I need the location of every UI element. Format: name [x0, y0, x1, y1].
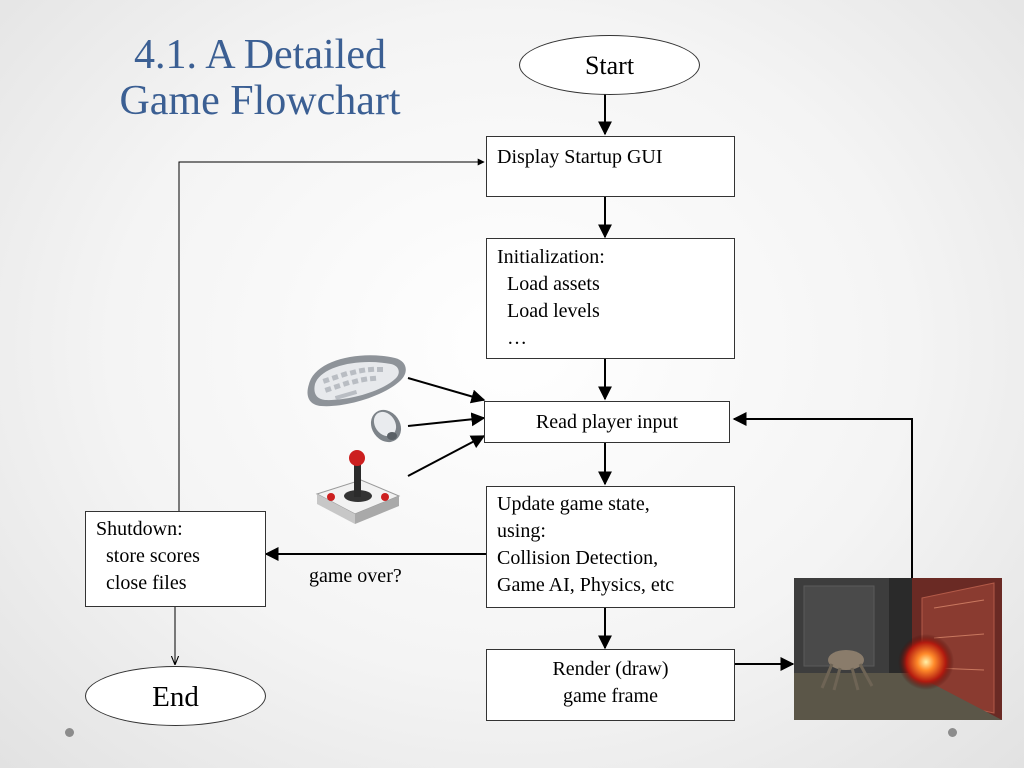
arrow-keyboard-to-input — [407, 377, 486, 404]
arrow-mouse-to-input — [407, 412, 486, 427]
start-node: Start — [519, 35, 700, 95]
read-input-label: Read player input — [535, 411, 679, 433]
render-node: Render (draw) game frame — [486, 649, 735, 721]
shutdown-line-3: close files — [96, 572, 187, 594]
slide-dot-right — [948, 728, 957, 737]
arrow-shutdown-loop-to-display — [178, 158, 485, 511]
init-line-3: Load levels — [497, 300, 600, 322]
update-line-1: Update game state, — [497, 493, 650, 515]
update-line-3: Collision Detection, — [497, 547, 659, 569]
slide-title: 4.1. A Detailed Game Flowchart — [70, 32, 450, 124]
update-state-node: Update game state, using: Collision Dete… — [486, 486, 735, 608]
render-line-2: game frame — [563, 685, 658, 707]
start-label: Start — [584, 51, 635, 80]
initialization-node: Initialization: Load assets Load levels … — [486, 238, 735, 359]
mouse-icon — [370, 409, 402, 443]
end-label: End — [152, 681, 199, 713]
game-screenshot-image — [794, 578, 1002, 720]
keyboard-icon — [307, 355, 406, 407]
game-over-label: game over? — [309, 565, 402, 587]
end-node: End — [85, 666, 266, 726]
slide-title-line2: Game Flowchart — [119, 78, 401, 124]
render-line-1: Render (draw) — [552, 658, 669, 680]
update-line-2: using: — [497, 520, 546, 542]
slide-title-line1: 4.1. A Detailed — [134, 32, 386, 78]
update-line-4: Game AI, Physics, etc — [497, 574, 675, 596]
joystick-icon — [315, 450, 401, 524]
arrow-screenshot-loop-to-input — [732, 412, 913, 578]
display-startup-label: Display Startup GUI — [497, 146, 663, 168]
slide-dot-left — [65, 728, 74, 737]
arrow-joystick-to-input — [407, 435, 486, 477]
shutdown-node: Shutdown: store scores close files — [85, 511, 266, 607]
shutdown-line-2: store scores — [96, 545, 200, 567]
init-line-4: … — [497, 327, 527, 349]
shutdown-line-1: Shutdown: — [96, 518, 183, 540]
init-line-1: Initialization: — [497, 246, 605, 268]
init-line-2: Load assets — [497, 273, 600, 295]
read-input-node: Read player input — [484, 401, 730, 443]
display-startup-node: Display Startup GUI — [486, 136, 735, 197]
